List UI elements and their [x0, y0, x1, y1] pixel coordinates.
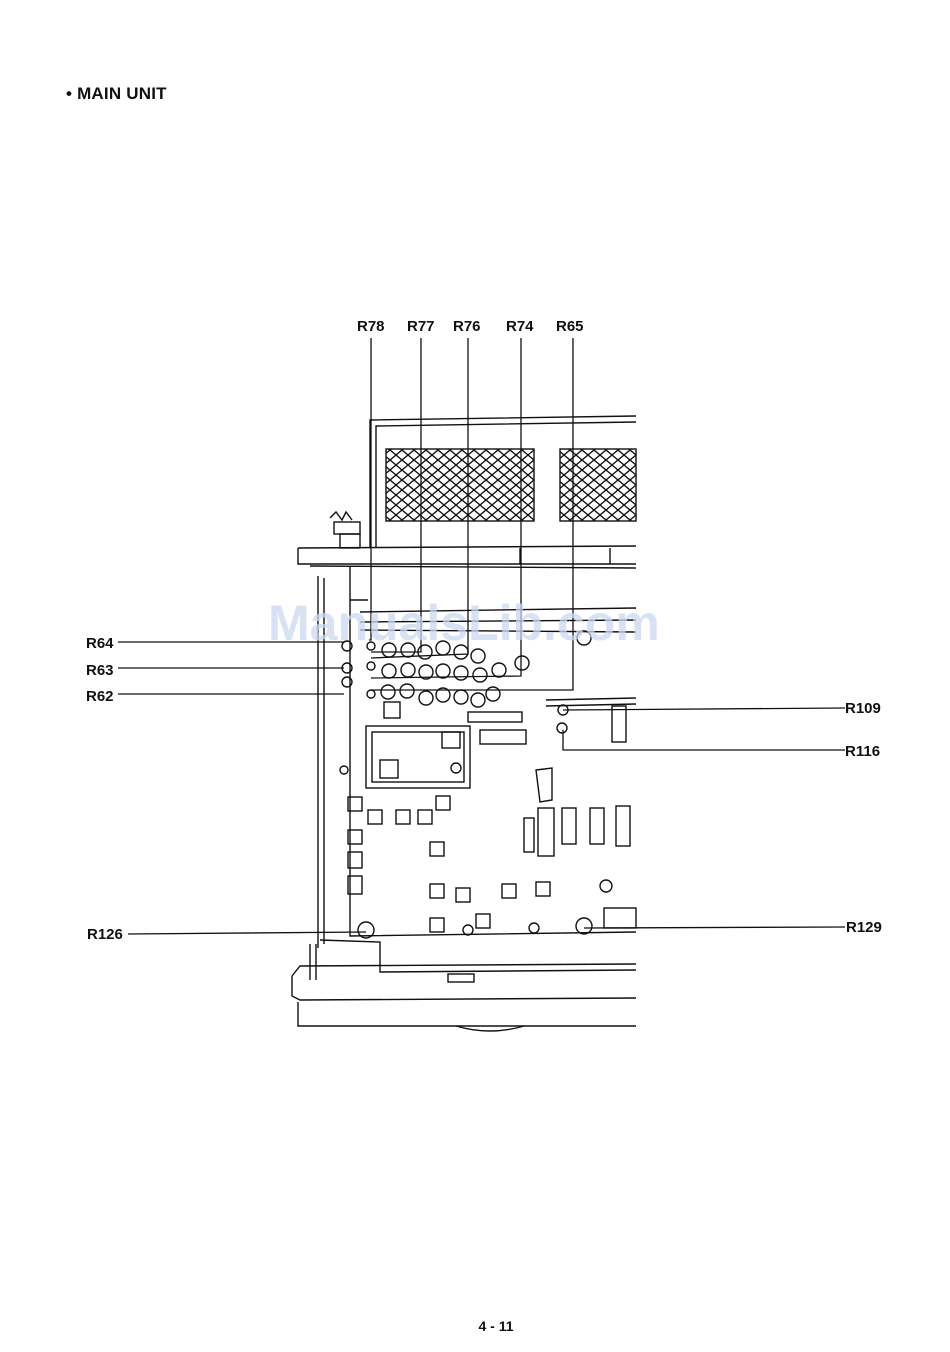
- callout-r65: R65: [556, 318, 584, 335]
- chassis-drawing: [292, 416, 636, 1031]
- callout-r109: R109: [845, 700, 881, 717]
- ventilation-grille-left: [386, 449, 534, 521]
- control-knob: [330, 512, 360, 548]
- ventilation-grille-right: [560, 449, 636, 521]
- callout-r64: R64: [86, 635, 114, 652]
- callout-r62: R62: [86, 688, 114, 705]
- watermark-text: ManualsLib.com: [268, 595, 660, 651]
- callout-r63: R63: [86, 662, 114, 679]
- callout-r76: R76: [453, 318, 481, 335]
- callout-r74: R74: [506, 318, 534, 335]
- callout-r78: R78: [357, 318, 385, 335]
- callout-r126: R126: [87, 926, 123, 943]
- callout-r77: R77: [407, 318, 435, 335]
- page-number: 4 - 11: [0, 1318, 950, 1334]
- callout-r129: R129: [846, 919, 882, 936]
- callout-r116: R116: [845, 743, 880, 760]
